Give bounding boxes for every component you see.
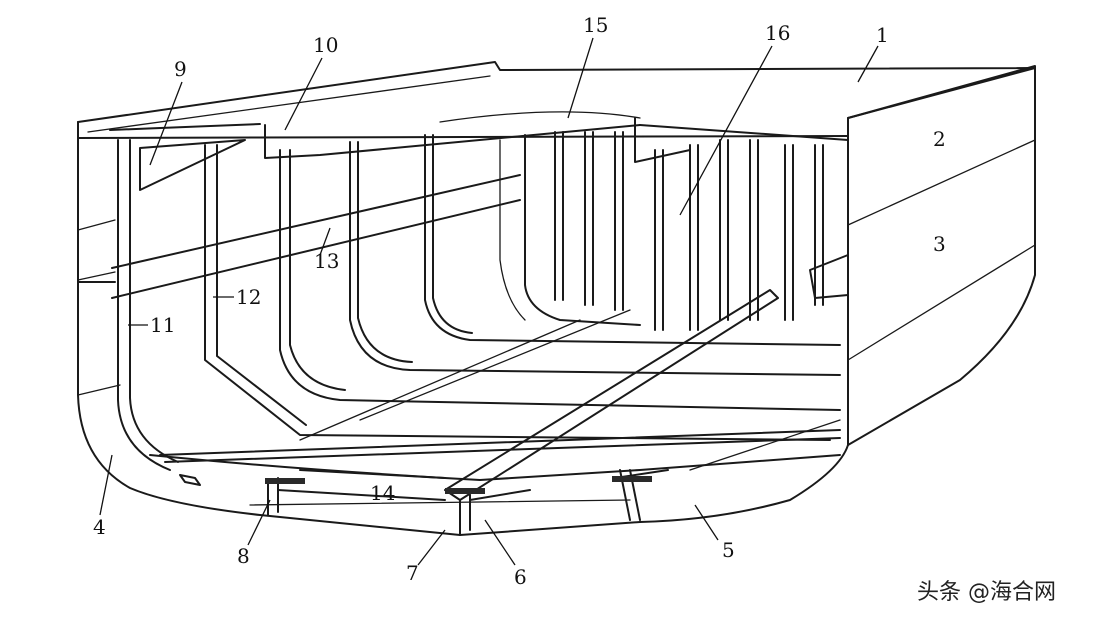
label-15: 15 xyxy=(583,13,608,37)
watermark-text: 头条 @海合网 xyxy=(917,580,1056,605)
bulkhead-stiffeners xyxy=(499,131,824,331)
label-2: 2 xyxy=(933,127,946,151)
label-8: 8 xyxy=(237,544,250,568)
label-7: 7 xyxy=(406,561,419,585)
deck-plating xyxy=(77,61,1036,139)
web-frames xyxy=(117,134,841,471)
label-5: 5 xyxy=(722,538,735,562)
label-6: 6 xyxy=(514,565,527,589)
floors-and-side-girders xyxy=(179,469,669,521)
label-3: 3 xyxy=(933,232,946,256)
label-1: 1 xyxy=(876,23,889,47)
leader-lines xyxy=(99,37,879,566)
part-labels: 1 2 3 4 5 6 7 8 9 10 11 12 13 14 15 16 xyxy=(93,13,946,589)
left-side-shell xyxy=(77,137,461,536)
label-10: 10 xyxy=(313,33,338,57)
label-13: 13 xyxy=(314,249,339,273)
label-16: 16 xyxy=(765,21,790,45)
side-stringer xyxy=(77,174,849,299)
label-11: 11 xyxy=(150,313,175,337)
label-14: 14 xyxy=(370,481,395,505)
deck-beams xyxy=(109,117,849,191)
bottom-longitudinals xyxy=(159,309,841,471)
center-girder xyxy=(444,289,779,536)
label-4: 4 xyxy=(93,515,106,539)
label-12: 12 xyxy=(236,285,261,309)
side-shell xyxy=(639,65,1036,523)
label-9: 9 xyxy=(174,57,187,81)
